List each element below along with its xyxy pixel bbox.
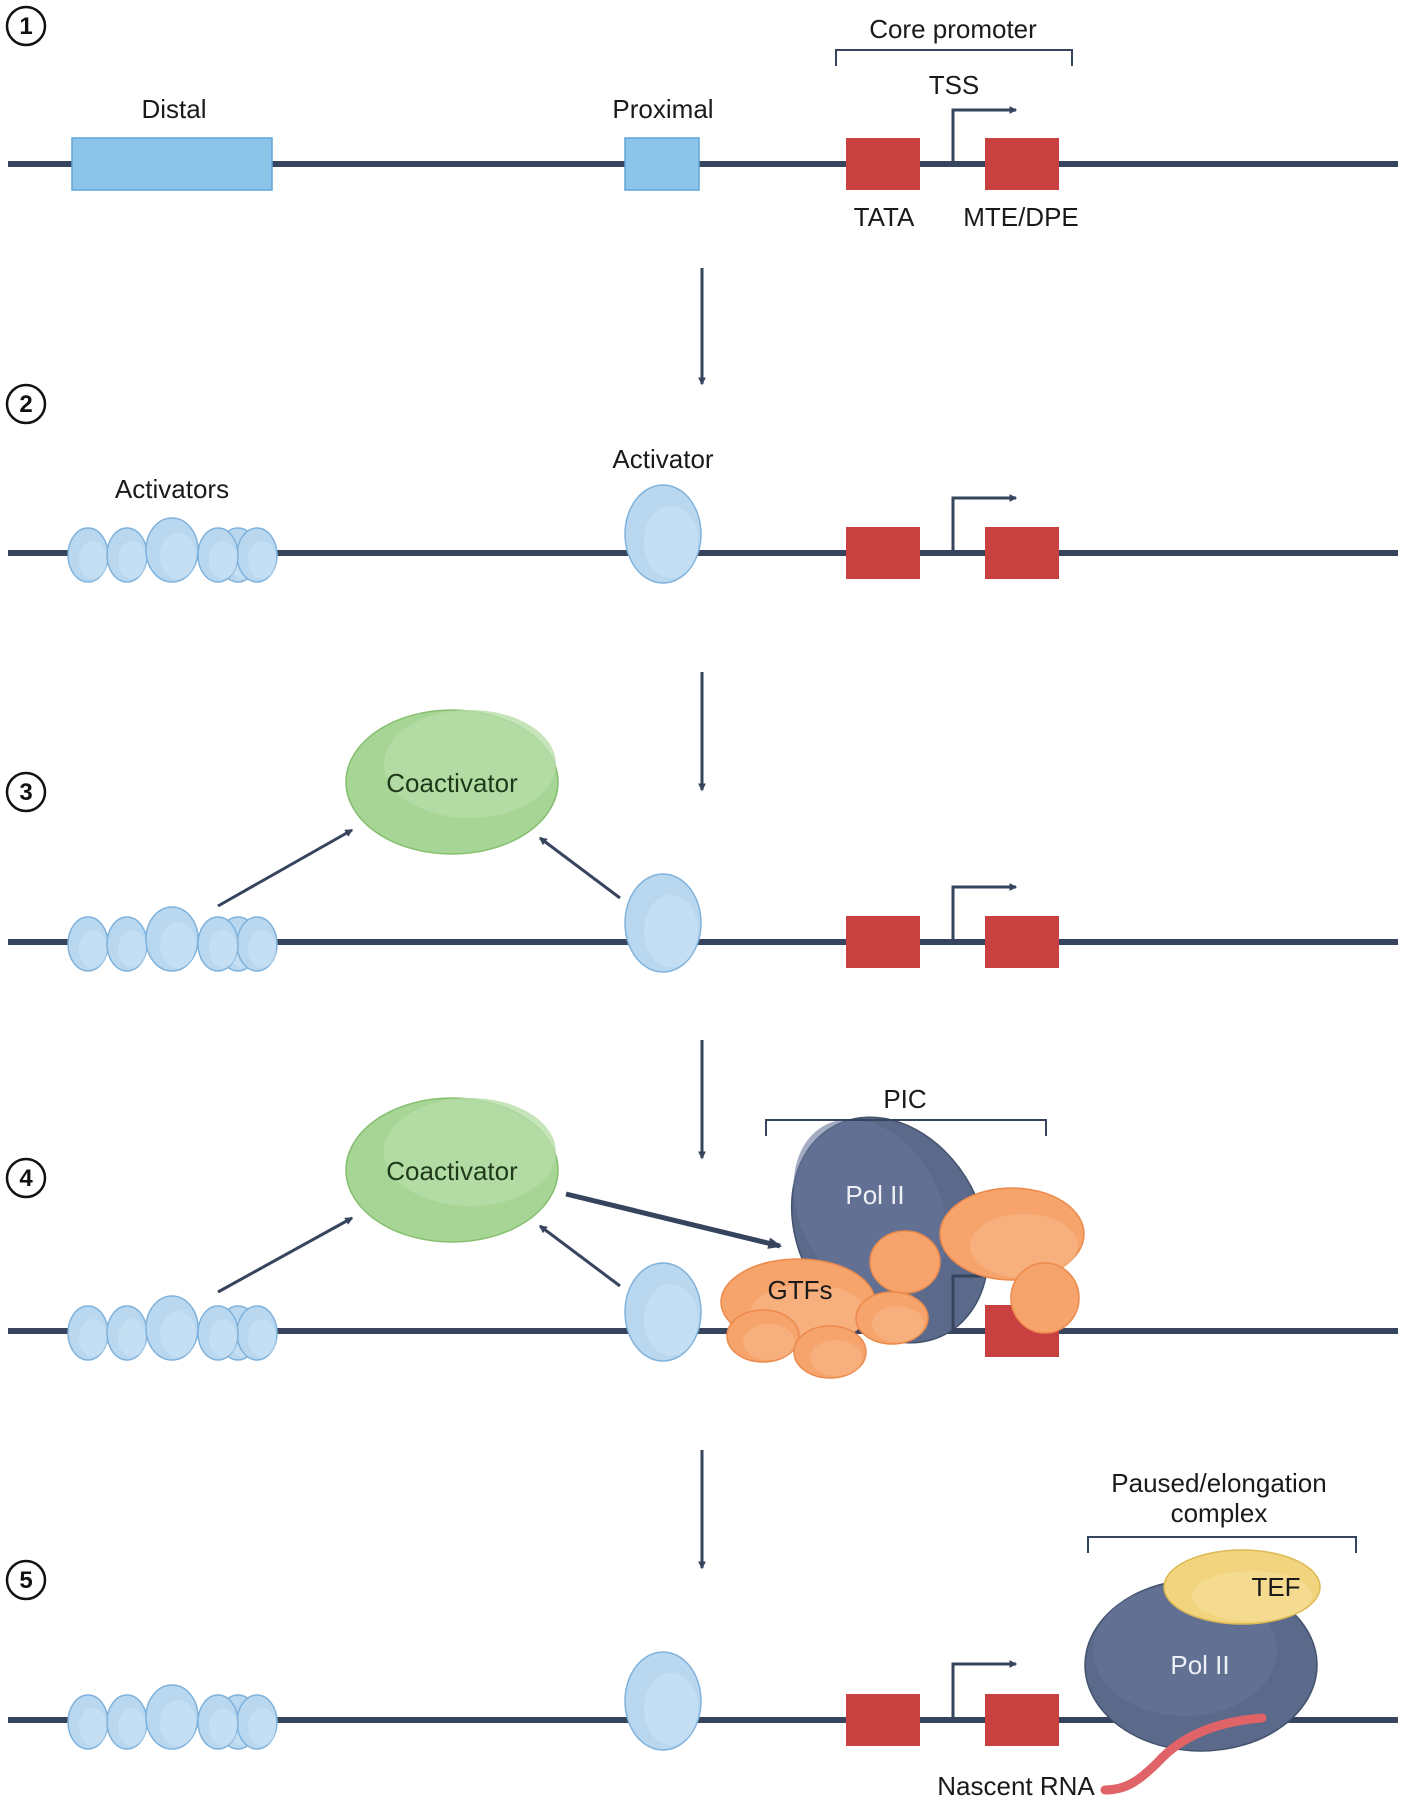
proximal-activator — [624, 484, 702, 584]
distal-to-coactivator-arrow — [217, 828, 354, 908]
svg-text:1: 1 — [19, 13, 32, 40]
mte-dpe-box — [985, 916, 1059, 968]
distal-activators — [67, 1684, 278, 1750]
proximal-activator — [624, 873, 702, 973]
step-5-number: 5 — [5, 1559, 47, 1601]
coactivator — [345, 1097, 559, 1243]
paused-complex-label-line1: Paused/elongation — [1111, 1468, 1326, 1498]
svg-text:2: 2 — [19, 391, 32, 418]
coactivator-to-pic-arrow — [565, 1191, 783, 1249]
distal-activators — [67, 906, 278, 972]
svg-text:3: 3 — [19, 779, 32, 806]
step-3-number: 3 — [5, 771, 47, 813]
distal-activators — [67, 517, 278, 583]
distal-to-coactivator-arrow — [217, 1216, 354, 1294]
tss-arrow — [951, 883, 1018, 942]
pic-label: PIC — [883, 1084, 926, 1114]
tata-box — [846, 916, 920, 968]
svg-text:4: 4 — [19, 1165, 33, 1192]
proximal-label: Proximal — [612, 94, 713, 124]
nascent-rna-strand — [1100, 1713, 1267, 1795]
distal-label: Distal — [141, 94, 206, 124]
step-4-number: 4 — [5, 1157, 47, 1199]
stage-1: Core promoter TSS Distal Proximal TATA M… — [8, 14, 1398, 232]
distal-activators — [67, 1295, 278, 1361]
paused-complex-label-line2: complex — [1171, 1498, 1268, 1528]
step-1-number: 1 — [5, 5, 47, 47]
mte-dpe-label: MTE/DPE — [963, 202, 1079, 232]
general-transcription-factors — [720, 1187, 1085, 1379]
proximal-activator — [624, 1651, 702, 1751]
stage-2: Activators Activator — [8, 444, 1398, 584]
proximal-to-coactivator-arrow — [538, 1224, 621, 1288]
activators-label: Activators — [115, 474, 229, 504]
core-promoter-label: Core promoter — [869, 14, 1037, 44]
tef-label: TEF — [1251, 1572, 1300, 1602]
tata-box — [846, 138, 920, 190]
coactivator-label: Coactivator — [386, 1156, 518, 1186]
proximal-to-coactivator-arrow — [538, 836, 621, 900]
stage-3: Coactivator — [8, 709, 1398, 973]
nascent-rna-label: Nascent RNA — [937, 1771, 1095, 1800]
coactivator — [345, 709, 559, 855]
core-promoter-bracket — [835, 49, 1073, 66]
tss-arrow — [951, 1660, 1018, 1720]
tata-label: TATA — [854, 202, 915, 232]
distal-enhancer-box — [71, 137, 273, 191]
tss-arrow — [951, 494, 1018, 553]
tata-box — [846, 1694, 920, 1746]
gtfs-label: GTFs — [768, 1275, 833, 1305]
tss-arrow — [951, 106, 1018, 164]
svg-text:5: 5 — [19, 1567, 32, 1594]
pic-bracket — [765, 1119, 1047, 1136]
stage-4: Coactivator Pol II GTFs PIC — [8, 1084, 1398, 1379]
pol-ii-label: Pol II — [845, 1180, 904, 1210]
proximal-activator — [624, 1262, 702, 1362]
coactivator-label: Coactivator — [386, 768, 518, 798]
activator-label: Activator — [612, 444, 713, 474]
mte-dpe-box — [985, 1694, 1059, 1746]
tata-box — [846, 527, 920, 579]
tef-factor — [1163, 1549, 1321, 1625]
proximal-element-box — [624, 137, 700, 191]
tss-label: TSS — [929, 70, 980, 100]
pol-ii-label: Pol II — [1170, 1650, 1229, 1680]
step-2-number: 2 — [5, 383, 47, 425]
mte-dpe-box — [985, 138, 1059, 190]
stage-5: Pol II TEF Paused/elongation complex Nas… — [8, 1468, 1398, 1800]
mte-dpe-box — [985, 527, 1059, 579]
paused-complex-bracket — [1087, 1536, 1357, 1553]
